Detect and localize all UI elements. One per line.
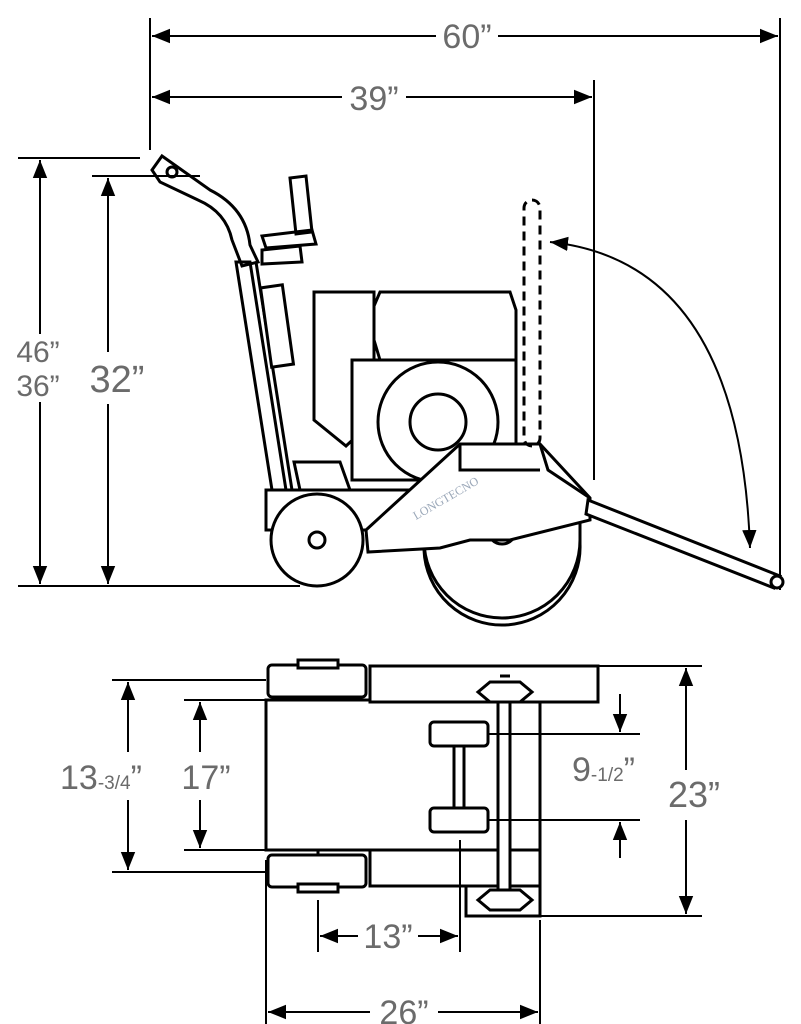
top-view: 13-3/4” 17” 9-1/2” 23” xyxy=(60,658,720,1024)
handle-height-min-label: 36” xyxy=(16,370,59,403)
handle-height-max-label: 46” xyxy=(16,336,59,369)
dimension-axle-span: 13” xyxy=(317,840,461,956)
rotation-arrow xyxy=(549,236,757,549)
dimension-frame-width: 17” xyxy=(181,699,266,851)
dimension-overall-depth: 26” xyxy=(265,860,541,1024)
dimension-overall-length: 60” xyxy=(149,18,781,590)
axle-span-label: 13” xyxy=(363,918,412,956)
dimension-rear-width: 13-3/4” xyxy=(60,679,266,873)
rear-wheel xyxy=(269,492,365,588)
frame-width-label: 17” xyxy=(181,759,230,797)
top-rear-wheels xyxy=(266,658,368,894)
dimension-front-track: 9-1/2” xyxy=(488,694,640,858)
blade-reach-label: 39” xyxy=(349,80,398,118)
dimension-body-height: 32” xyxy=(90,175,200,584)
rear-width-label: 13-3/4” xyxy=(60,759,142,797)
top-front-wheels xyxy=(428,720,490,834)
top-blade-shaft xyxy=(475,674,535,918)
front-track-label: 9-1/2” xyxy=(572,751,635,789)
dimension-blade-reach: 39” xyxy=(152,80,595,480)
overall-length-label: 60” xyxy=(442,18,491,56)
body-height-label: 32” xyxy=(90,359,145,401)
side-view: 60” 39” 46” 36” 32” xyxy=(16,18,785,627)
pointer-bar xyxy=(584,497,785,590)
raised-blade-outline xyxy=(522,198,542,448)
overall-width-label: 23” xyxy=(668,774,720,815)
dimension-overall-width: 23” xyxy=(540,665,720,917)
dimension-handle-height: 46” 36” xyxy=(16,157,300,587)
overall-depth-label: 26” xyxy=(379,994,428,1024)
